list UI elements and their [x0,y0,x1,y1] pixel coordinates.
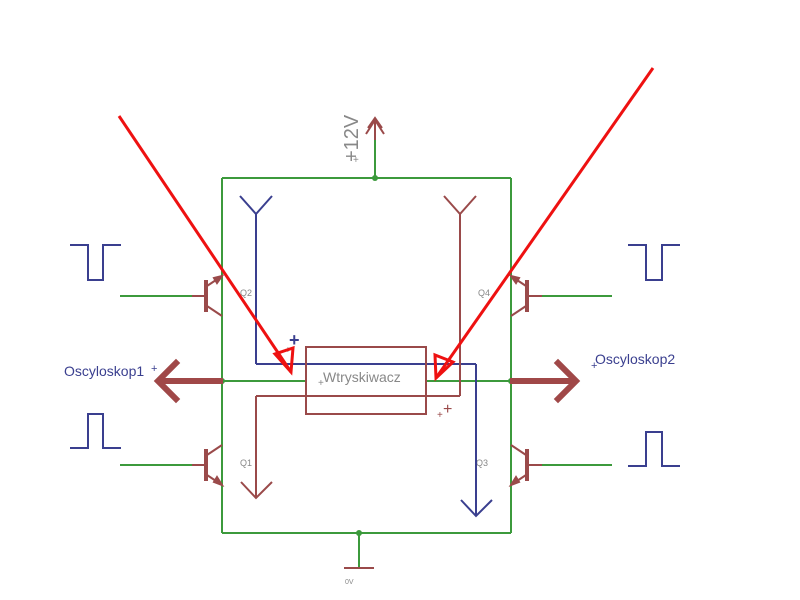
junction-dots [219,175,514,536]
scope-label-left: Oscyloskop1 [64,363,144,379]
scope-plus-left: + [151,363,157,375]
transistor-q3 [508,444,542,487]
q1-label: Q1 [240,458,252,468]
supply-plus: + [353,155,359,166]
annotation-arrow-right [433,67,655,382]
ground-label: 0V [345,579,354,586]
transistor-q2 [192,274,225,317]
pulse-high-bottom-right [628,431,680,467]
supply-symbol [365,116,385,140]
plus-mark-blue: + [289,330,300,350]
transistor-q4 [508,274,542,317]
annotation-arrow-left [117,115,295,376]
current-path-blue [239,195,493,518]
scope-arrow-left [153,358,223,404]
injector-box [305,346,427,415]
supply-label: +12V [341,114,363,162]
injector-label: Wtryskiwacz [323,369,401,385]
scope-label-right: Oscyloskop2 [595,351,675,367]
q4-label: Q4 [478,288,490,298]
injector-plus-inner: + [318,378,324,389]
q3-label: Q3 [476,458,488,468]
bridge-wires [120,140,612,568]
pulse-low-top-right [628,244,680,281]
transistor-q1 [192,444,225,487]
scope-arrow-right [510,358,581,404]
pulse-waveforms [70,244,680,467]
pulse-low-top-left [70,244,121,281]
scope-plus-right: + [591,360,597,372]
plus-mark-brown: + [443,401,452,418]
plus-mark-small-right: + [437,410,443,421]
q2-label: Q2 [240,288,252,298]
pulse-high-bottom-left [70,413,121,449]
